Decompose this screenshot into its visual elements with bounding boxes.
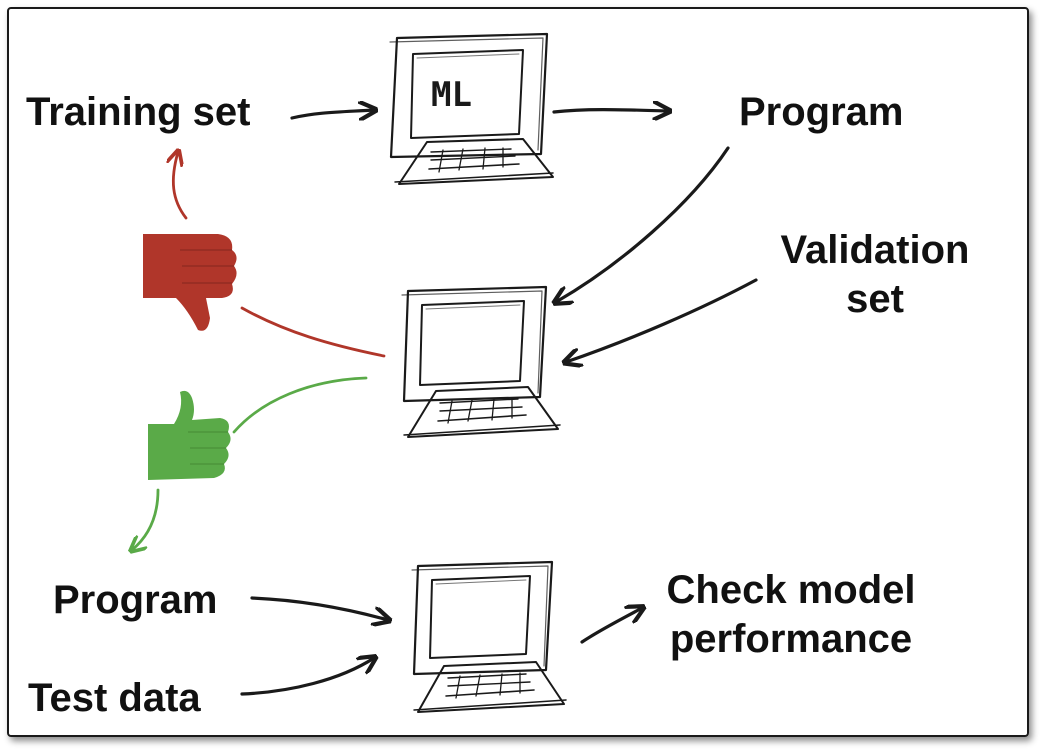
thumbs-up-icon	[148, 390, 231, 480]
frame-border	[7, 7, 1029, 737]
green-accept-line	[232, 376, 368, 434]
green-arrow-to-program	[132, 488, 160, 550]
arrow-test-data-to-computer	[240, 658, 374, 696]
training-set-label: Training set	[26, 90, 251, 134]
arrow-program-to-validation-computer	[556, 146, 730, 302]
thumbs-down-icon	[143, 234, 237, 331]
computer-icon	[411, 560, 567, 713]
arrow-training-to-ml	[290, 110, 374, 118]
validation-set-label: Validation set	[772, 226, 978, 324]
arrow-to-check-performance	[580, 608, 642, 644]
red-reject-line	[240, 306, 386, 358]
program-label-bottom: Program	[53, 578, 218, 622]
validation-set-line1: Validation	[780, 228, 970, 272]
arrow-validation-set-to-computer	[566, 278, 758, 362]
check-line1: Check model	[666, 568, 916, 612]
computer-icon: ML	[389, 32, 554, 185]
arrow-ml-to-program	[552, 110, 668, 112]
arrow-program-to-test-computer	[250, 596, 388, 620]
test-data-label: Test data	[28, 676, 201, 720]
computer-icon	[401, 285, 561, 438]
check-line2: performance	[669, 616, 913, 661]
ml-screen-text: ML	[431, 75, 472, 115]
program-label-top: Program	[739, 90, 904, 134]
red-arrow-to-training-set	[173, 152, 188, 220]
validation-set-line2: set	[846, 276, 904, 321]
check-model-performance-label: Check model performance	[650, 566, 932, 664]
